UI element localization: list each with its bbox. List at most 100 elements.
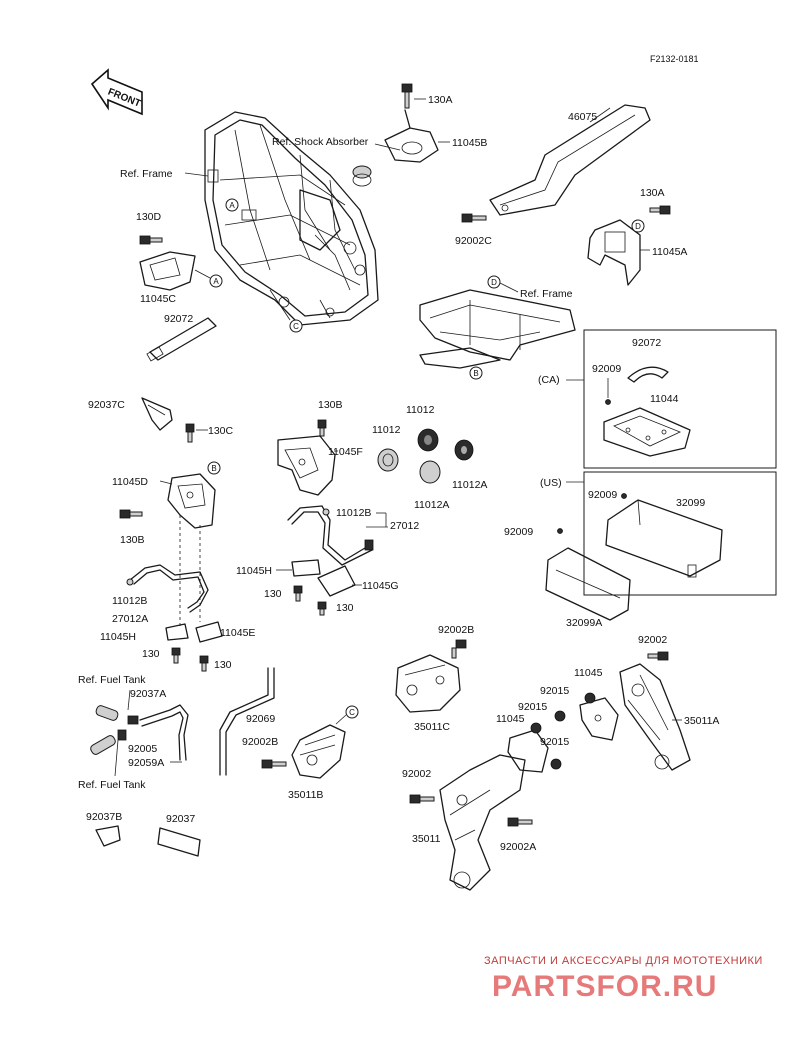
bracket-11045h-mid — [291, 559, 321, 577]
label-92059a: 92059A — [128, 757, 164, 769]
label-130-mid-a: 130 — [264, 588, 282, 600]
bolt-130-mid-b — [317, 601, 327, 616]
label-32099: 32099 — [676, 497, 705, 509]
spacer-ring — [352, 165, 372, 187]
label-92037c: 92037C — [88, 399, 125, 411]
label-11045f: 11045F — [328, 446, 363, 458]
nut-92015-c — [530, 722, 542, 734]
svg-text:B: B — [211, 464, 216, 473]
label-11044: 11044 — [650, 393, 679, 405]
bolt-92002c — [461, 213, 487, 223]
label-92009-ca: 92009 — [592, 363, 621, 375]
box-32099 — [605, 499, 723, 578]
nut-92015-a — [584, 692, 596, 704]
grommet-11012b-mid — [322, 508, 330, 516]
bolt-130-left-b — [199, 655, 209, 672]
hose-27012a — [129, 564, 209, 613]
clip-92037b — [95, 825, 121, 847]
label-92002a: 92002A — [500, 841, 536, 853]
screw-92009-ca — [605, 399, 611, 405]
label-92002-left: 92002 — [402, 768, 431, 780]
frame-drawing — [204, 111, 379, 326]
label-46075: 46075 — [568, 111, 597, 123]
label-11045h-mid: 11045H — [236, 565, 272, 577]
label-27012-mid: 27012 — [390, 520, 419, 532]
label-130-mid-b: 130 — [336, 602, 354, 614]
bracket-11045h-left — [165, 623, 189, 641]
bracket-11045g — [317, 565, 356, 597]
grommet-11012a-b — [419, 460, 441, 484]
svg-text:A: A — [213, 277, 219, 286]
footpeg-bracket-35011 — [439, 754, 526, 891]
label-ca: (CA) — [538, 374, 560, 386]
bolt-130d — [139, 235, 163, 245]
nut-92015-d — [550, 758, 562, 770]
diagram-code: F2132-0181 — [650, 54, 699, 64]
label-130-left-a: 130 — [142, 648, 160, 660]
sub-frame-drawing — [419, 289, 576, 369]
label-11012b-mid: 11012B — [336, 507, 371, 519]
label-32099a: 32099A — [566, 617, 602, 629]
svg-text:D: D — [491, 278, 497, 287]
label-130d: 130D — [136, 211, 162, 223]
bracket-11045b — [384, 109, 439, 163]
bolt-130c — [185, 423, 195, 443]
label-11045g: 11045G — [362, 580, 399, 592]
bolt-92002-left — [409, 794, 435, 804]
label-92037: 92037 — [166, 813, 195, 825]
strap-92072-left — [146, 317, 217, 362]
bracket-11045e — [195, 621, 223, 643]
bolt-92002b-mid — [261, 759, 287, 769]
bracket-35011b — [291, 724, 346, 779]
label-92037a: 92037A — [130, 688, 166, 700]
label-35011a: 35011A — [684, 715, 719, 727]
grommet-11012a-a — [454, 439, 474, 461]
label-92015-b: 92015 — [518, 701, 547, 713]
label-ref-frame-2: Ref. Frame — [520, 288, 573, 300]
bracket-11045c — [139, 251, 196, 291]
screw-92009-mid — [557, 528, 563, 534]
footpeg-bracket-35011a — [619, 663, 691, 771]
front-arrow-icon: FRONT — [90, 68, 143, 116]
tray-11044 — [603, 407, 691, 457]
bracket-11045f — [277, 435, 336, 496]
label-92072-left: 92072 — [164, 313, 193, 325]
label-92015-a: 92015 — [540, 685, 569, 697]
label-130a-right: 130A — [640, 187, 665, 199]
clip-92037c — [141, 397, 173, 431]
label-92009-mid: 92009 — [504, 526, 533, 538]
grommet-11012-a — [377, 448, 399, 472]
bracket-35011c — [395, 654, 461, 713]
bolt-130-left-a — [171, 647, 181, 664]
bolt-92002b-top — [451, 639, 467, 659]
label-130a: 130A — [428, 94, 453, 106]
bolt-92002a — [507, 817, 533, 827]
label-ref-shock-absorber: Ref. Shock Absorber — [272, 136, 369, 148]
label-92015-c: 92015 — [540, 736, 569, 748]
label-92002b-top: 92002B — [438, 624, 474, 636]
hose-92069 — [219, 667, 275, 776]
svg-text:A: A — [229, 201, 235, 210]
grommet-11012-b — [417, 428, 439, 452]
callout-b-left: B — [207, 461, 221, 475]
ca-variant-box — [583, 329, 777, 469]
label-us: (US) — [540, 477, 562, 489]
label-92002c: 92002C — [455, 235, 492, 247]
label-ref-fuel-tank-1: Ref. Fuel Tank — [78, 674, 146, 686]
nut-92015-b — [554, 710, 566, 722]
bracket-11045d — [167, 473, 216, 529]
label-11045-r2: 11045 — [496, 713, 525, 725]
label-92002b-mid: 92002B — [242, 736, 278, 748]
watermark-brand: PARTSFOR.RU — [492, 970, 717, 1003]
label-92037b: 92037B — [86, 811, 122, 823]
label-92072-ca: 92072 — [632, 337, 661, 349]
label-11045h-left: 11045H — [100, 631, 136, 643]
callout-a-frame: A — [225, 198, 239, 212]
hose-upper — [95, 704, 189, 761]
label-130b-left: 130B — [120, 534, 145, 546]
label-11012-a: 11012 — [372, 424, 401, 436]
label-35011b: 35011B — [288, 789, 323, 801]
label-11045-r1: 11045 — [574, 667, 603, 679]
bracket-11045a — [587, 219, 641, 286]
